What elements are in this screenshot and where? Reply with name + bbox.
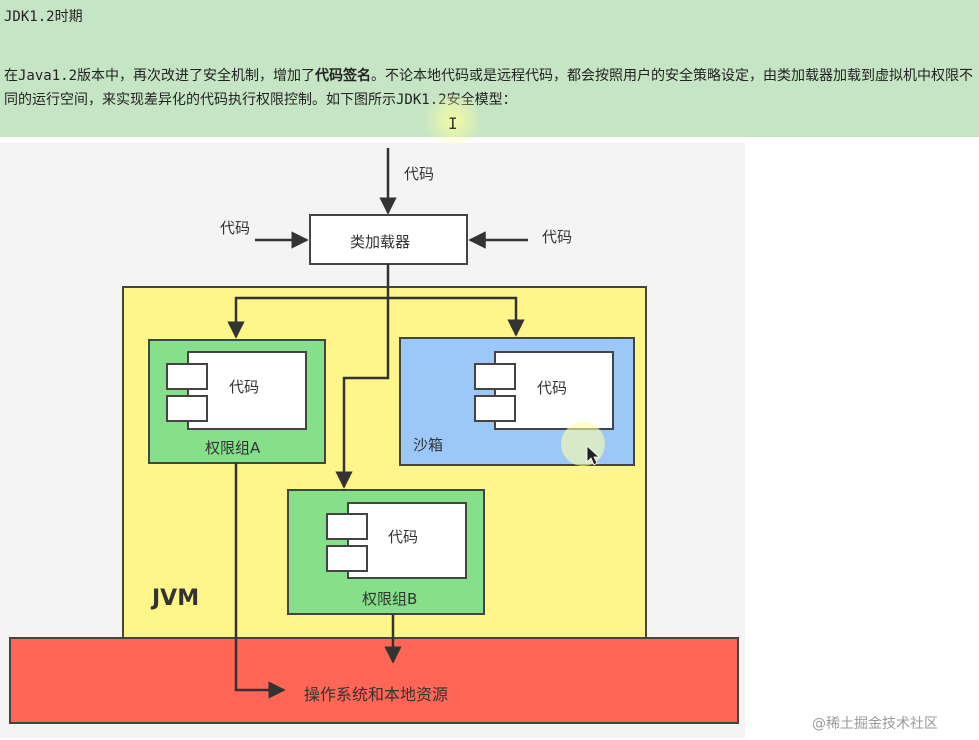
para-text-2: 。不论本地代码或是远程代码，都会按照用户的安全策略设定，由类加载器加载到虚拟机中… [4, 68, 973, 108]
group-a-component-tab-2 [166, 395, 208, 422]
code-top-label: 代码 [404, 165, 435, 183]
watermark: @稀土掘金技术社区 [812, 716, 938, 732]
group-a-label: 权限组A [205, 439, 261, 457]
para-bold-text: 代码签名 [315, 68, 371, 84]
arrow-to-group-b [335, 298, 390, 489]
sandbox-label: 沙箱 [413, 436, 444, 454]
group-b-component-tab-1 [326, 513, 368, 540]
arrow-to-group-a [227, 296, 388, 339]
group-b-component-tab-2 [326, 545, 368, 572]
para-text-1: 在Java1.2版本中，再次改进了安全机制，增加了 [4, 68, 315, 84]
code-right-label: 代码 [542, 228, 573, 246]
group-a-component-tab-1 [166, 363, 208, 390]
sandbox-component-tab-1 [474, 363, 516, 390]
arrow-group-a-to-os [234, 463, 286, 699]
group-b-code-label: 代码 [388, 528, 419, 546]
mouse-pointer-icon [586, 445, 601, 466]
pointer-highlight [561, 422, 605, 466]
code-left-label: 代码 [220, 219, 251, 237]
header-panel: JDK1.2时期 在Java1.2版本中，再次改进了安全机制，增加了代码签名。不… [0, 0, 979, 145]
sandbox-code-label: 代码 [537, 379, 568, 397]
class-loader-label: 类加载器 [350, 233, 411, 251]
group-a-code-label: 代码 [229, 378, 260, 396]
sandbox-component-tab-2 [474, 395, 516, 422]
text-cursor-icon: I [448, 114, 458, 133]
os-resources-box [9, 637, 739, 724]
os-resources-label: 操作系统和本地资源 [304, 685, 449, 704]
cursor-highlight [418, 95, 488, 145]
description-paragraph: 在Java1.2版本中，再次改进了安全机制，增加了代码签名。不论本地代码或是远程… [4, 64, 974, 112]
jvm-label: JVM [152, 586, 200, 611]
arrow-to-sandbox [388, 296, 525, 337]
section-title: JDK1.2时期 [4, 9, 83, 25]
group-b-label: 权限组B [362, 590, 418, 608]
